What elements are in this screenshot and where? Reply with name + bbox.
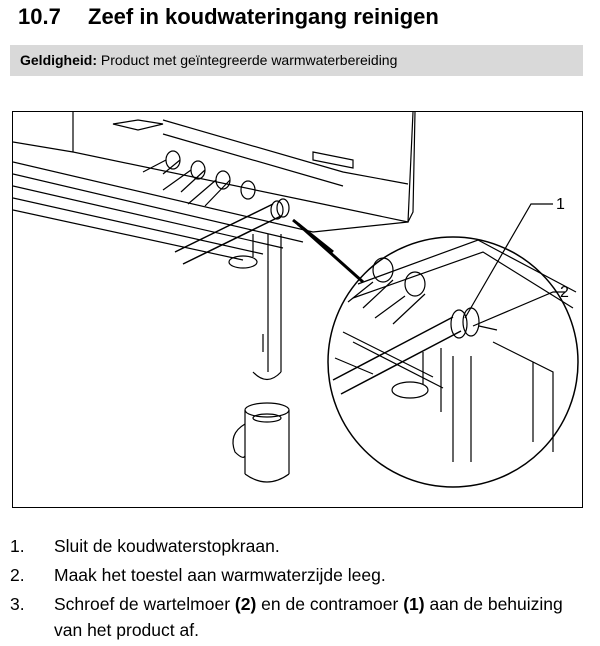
section-title: Zeef in koudwateringang reinigen — [88, 4, 439, 29]
callout-ref-1: (1) — [403, 594, 425, 614]
step-text: Schroef de wartelmoer (2) en de contramo… — [54, 591, 590, 643]
drain-siphon — [228, 234, 290, 483]
step-number: 1. — [10, 536, 25, 556]
step-2: 2. Maak het toestel aan warmwaterzijde l… — [10, 562, 590, 588]
step-text-part: aan de behuizing van het product af. — [54, 594, 563, 640]
detail-magnifier — [327, 236, 579, 488]
step-text-part: Sluit de koudwaterstopkraan. — [54, 536, 280, 556]
section-heading: 10.7 Zeef in koudwateringang reinigen — [18, 4, 439, 30]
callout-1: 1 — [556, 196, 565, 213]
validity-value: Product met geïntegreerde warmwaterberei… — [100, 52, 398, 68]
step-text: Maak het toestel aan warmwaterzijde leeg… — [54, 562, 590, 588]
step-text: Sluit de koudwaterstopkraan. — [54, 533, 590, 559]
instruction-steps: 1. Sluit de koudwaterstopkraan. 2. Maak … — [10, 533, 590, 646]
validity-banner: Geldigheid: Product met geïntegreerde wa… — [10, 45, 583, 76]
section-number: 10.7 — [18, 4, 61, 29]
technical-illustration: 1 2 — [12, 111, 583, 508]
callout-ref-2: (2) — [234, 594, 257, 614]
step-3: 3. Schroef de wartelmoer (2) en de contr… — [10, 591, 590, 643]
step-number: 3. — [10, 594, 25, 614]
boiler-underside-drawing: 1 2 — [13, 112, 579, 488]
step-number: 2. — [10, 565, 25, 585]
validity-label: Geldigheid: — [20, 52, 97, 68]
step-text-part: Maak het toestel aan warmwaterzijde leeg… — [54, 565, 386, 585]
step-text-part: en de contramoer — [256, 594, 404, 614]
step-text-part: Schroef de wartelmoer — [54, 594, 235, 614]
callout-2: 2 — [560, 284, 569, 301]
callout-leaders — [464, 203, 565, 327]
pipe-fittings — [142, 150, 256, 207]
cold-water-inlet — [174, 198, 334, 265]
step-1: 1. Sluit de koudwaterstopkraan. — [10, 533, 590, 559]
